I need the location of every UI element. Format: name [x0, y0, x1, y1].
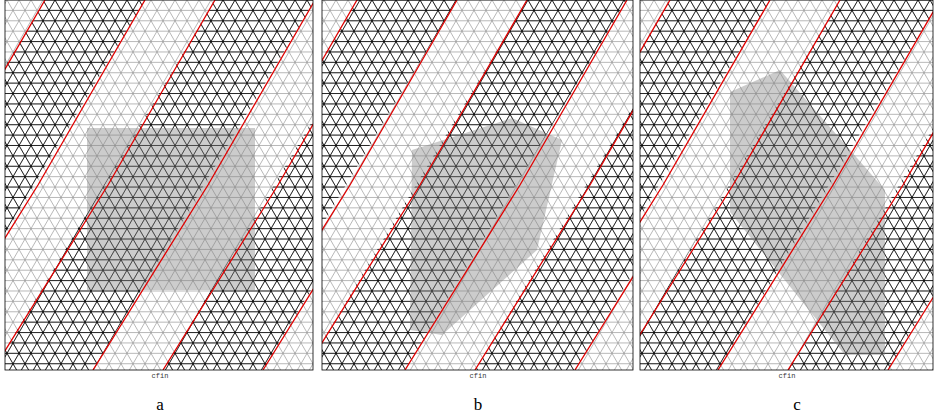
interface-line	[322, 0, 527, 370]
interface-line	[5, 0, 145, 370]
interface-line	[575, 0, 633, 370]
interface-line	[640, 0, 770, 370]
light-mesh	[640, 0, 933, 370]
light-mesh	[322, 0, 633, 370]
interface-line	[788, 0, 933, 370]
panel-letter: a	[156, 396, 164, 413]
interface-line	[640, 0, 840, 370]
panel-tag: cfin	[152, 373, 169, 380]
panel-letter: b	[474, 396, 483, 413]
light-mesh	[5, 0, 313, 370]
panel-tag: cfin	[779, 373, 796, 380]
dark-mesh	[640, 0, 933, 370]
panel-border	[322, 0, 633, 370]
mesh-panel	[56, 0, 938, 374]
interface-line	[263, 0, 313, 370]
interface-line	[5, 0, 45, 370]
interface-line	[5, 0, 215, 370]
interface-line	[888, 0, 933, 370]
shaded-region	[87, 128, 255, 290]
dark-mesh	[322, 0, 633, 370]
mesh-panel	[0, 0, 938, 374]
interface-line	[718, 0, 933, 370]
interface-line	[93, 0, 313, 370]
interface-line	[405, 0, 627, 370]
panel-border	[5, 0, 313, 370]
interface-line	[322, 0, 457, 370]
dark-mesh	[5, 0, 313, 370]
panel-letter: c	[793, 396, 801, 413]
interface-line	[640, 0, 670, 370]
panel-tag: cfin	[470, 373, 487, 380]
panel-border	[640, 0, 933, 370]
interface-line	[163, 0, 313, 370]
